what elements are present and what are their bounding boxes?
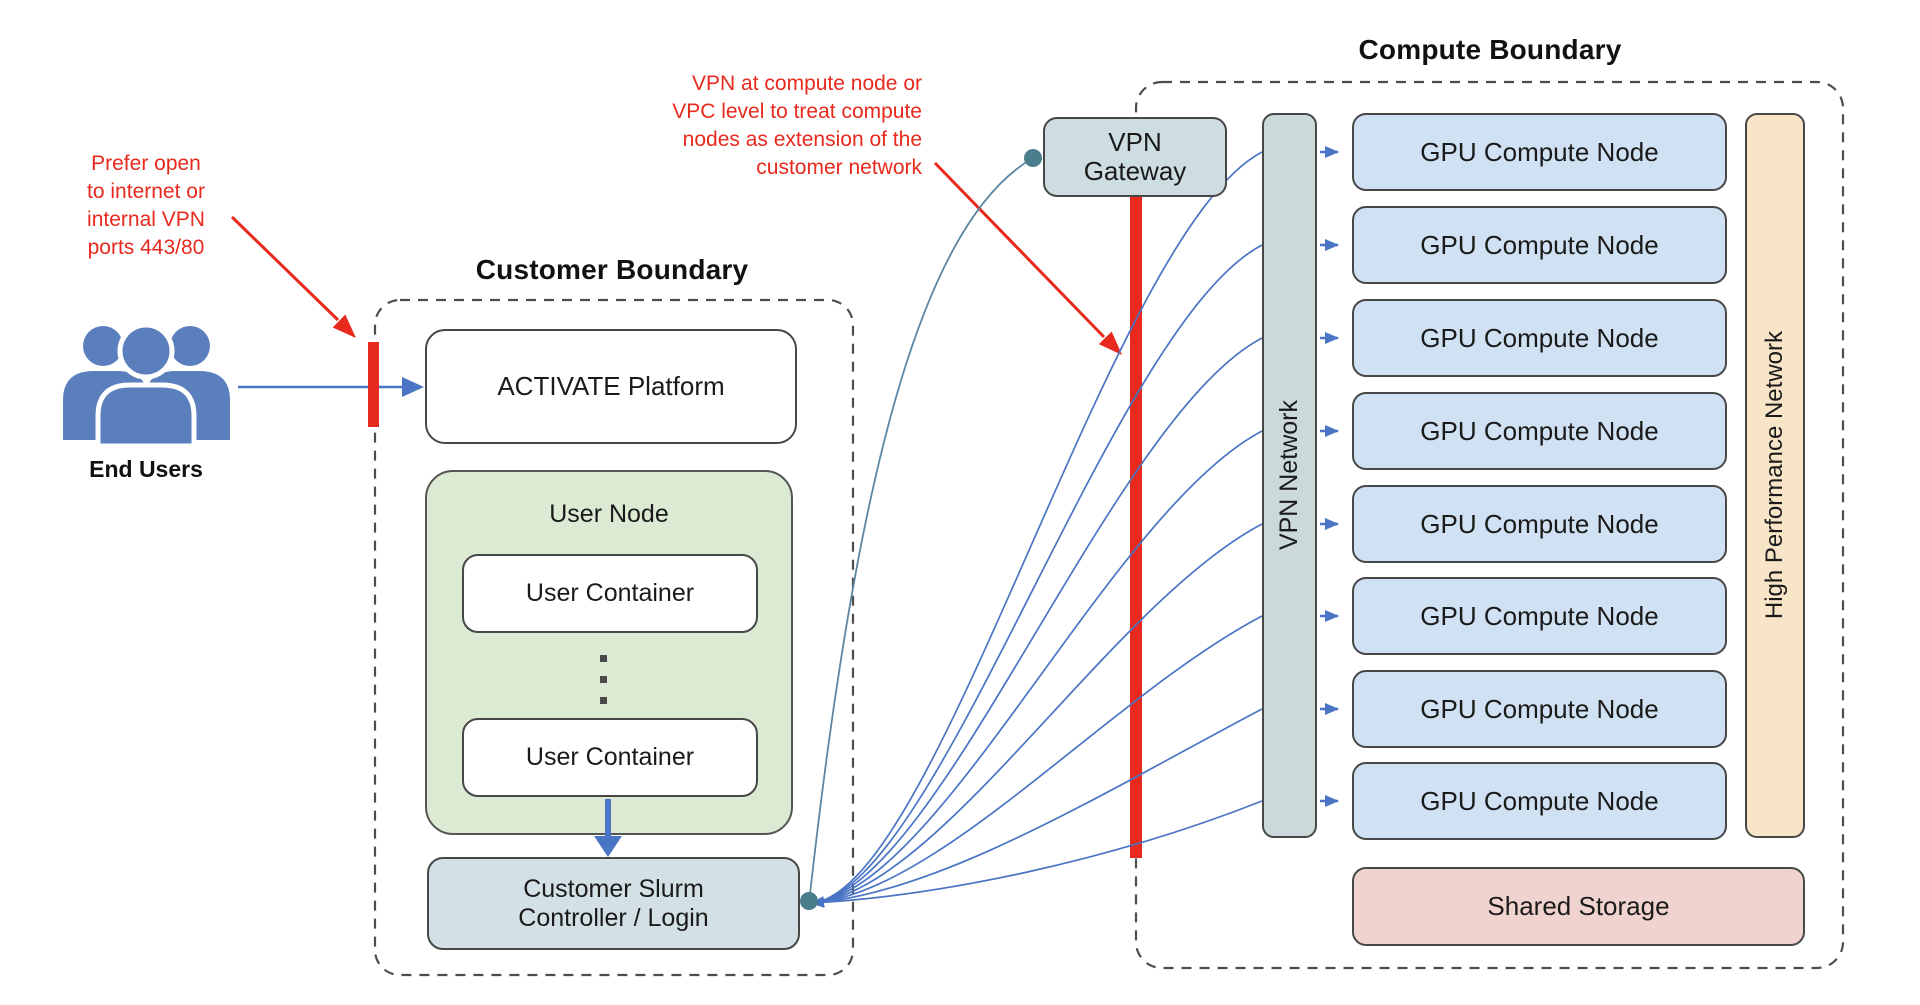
gpu-compute-node-box: GPU Compute Node <box>1352 206 1727 284</box>
user-node-label: User Node <box>549 500 669 528</box>
vpn-gateway-line1: VPN <box>1108 127 1162 157</box>
gpu-node-label: GPU Compute Node <box>1420 415 1659 446</box>
annotation-line: customer network <box>756 156 922 179</box>
annotation-line: internal VPN <box>87 208 205 231</box>
gpu-compute-node-box: GPU Compute Node <box>1352 485 1727 563</box>
gpu-node-label: GPU Compute Node <box>1420 508 1659 539</box>
activate-platform-label: ACTIVATE Platform <box>497 371 725 401</box>
gpu-compute-node-box: GPU Compute Node <box>1352 113 1727 191</box>
shared-storage-box: Shared Storage <box>1352 867 1805 946</box>
left-red-annotation: Prefer open to internet or internal VPN … <box>40 150 252 262</box>
slurm-label-line1: Customer Slurm <box>523 874 704 903</box>
user-container-label: User Container <box>525 579 695 607</box>
end-users-label: End Users <box>89 456 203 482</box>
middle-red-annotation: VPN at compute node or VPC level to trea… <box>602 70 922 182</box>
gpu-node-label: GPU Compute Node <box>1420 693 1659 724</box>
user-container-label: User Container <box>525 743 695 771</box>
gpu-node-label: GPU Compute Node <box>1420 600 1659 631</box>
high-performance-network-bar: High Performance Network <box>1745 113 1805 838</box>
vpn-gateway-line2: Gateway <box>1083 156 1187 186</box>
gpu-compute-node-box: GPU Compute Node <box>1352 392 1727 470</box>
vpn-network-label: VPN Network <box>1275 400 1303 551</box>
shared-storage-label: Shared Storage <box>1487 891 1670 921</box>
annotation-line: VPN at compute node or <box>692 72 922 95</box>
gpu-compute-node-box: GPU Compute Node <box>1352 577 1727 655</box>
customer-slurm-box: Customer Slurm Controller / Login <box>427 857 800 950</box>
annotation-line: nodes as extension of the <box>682 128 922 151</box>
gpu-node-label: GPU Compute Node <box>1420 785 1659 816</box>
gpu-node-label: GPU Compute Node <box>1420 136 1659 167</box>
annotation-line: ports 443/80 <box>87 236 205 259</box>
vpn-network-bar: VPN Network <box>1262 113 1317 838</box>
gpu-node-label: GPU Compute Node <box>1420 322 1659 353</box>
gpu-compute-node-box: GPU Compute Node <box>1352 762 1727 840</box>
customer-boundary-title: Customer Boundary <box>475 254 749 285</box>
annotation-line: Prefer open <box>91 152 201 175</box>
activate-platform-box: ACTIVATE Platform <box>425 329 797 444</box>
annotation-line: VPC level to treat compute <box>672 100 922 123</box>
gpu-compute-node-box: GPU Compute Node <box>1352 670 1727 748</box>
user-container-box: User Container <box>462 554 758 633</box>
compute-boundary-title: Compute Boundary <box>1358 34 1622 65</box>
gpu-node-label: GPU Compute Node <box>1420 229 1659 260</box>
slurm-label-line2: Controller / Login <box>518 903 709 932</box>
vpn-gateway-box: VPN Gateway <box>1043 117 1227 197</box>
gpu-compute-node-box: GPU Compute Node <box>1352 299 1727 377</box>
high-performance-network-label: High Performance Network <box>1761 331 1788 620</box>
annotation-line: to internet or <box>87 180 205 203</box>
user-container-box: User Container <box>462 718 758 797</box>
